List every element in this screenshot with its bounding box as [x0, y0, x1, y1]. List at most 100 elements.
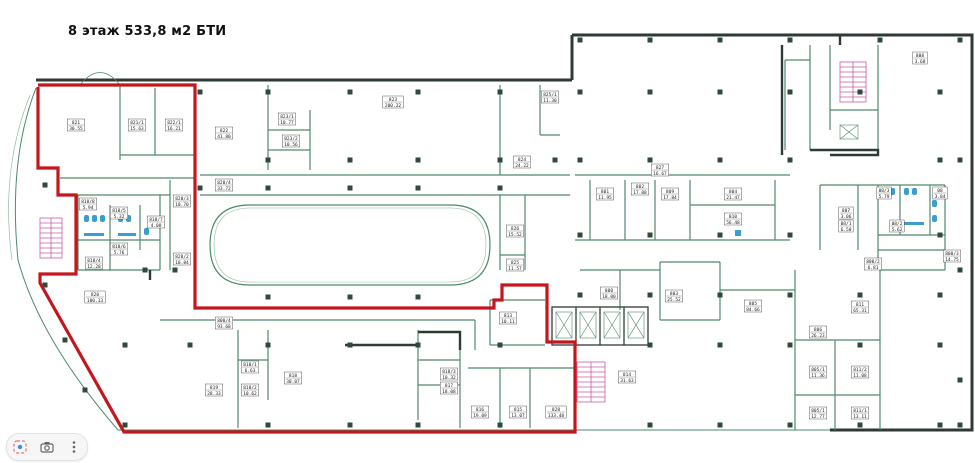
room-number: 814	[623, 372, 631, 378]
room-area: 14.75	[945, 257, 959, 263]
room-number: 815	[514, 407, 522, 413]
room-area: 6.81	[868, 265, 879, 271]
image-toolbar	[6, 433, 88, 461]
column	[787, 37, 793, 43]
atrium-balustrade	[213, 207, 487, 283]
column	[347, 422, 353, 428]
room-number: 807	[842, 208, 850, 214]
room-number: 805/1	[811, 408, 825, 414]
room-label: 820/433.72	[215, 178, 233, 192]
room-area: 30.07	[286, 379, 300, 385]
room-number: 803	[670, 291, 678, 297]
column	[647, 157, 653, 163]
room-area: 3.06	[841, 214, 852, 220]
column	[647, 89, 653, 95]
room-area: 41.80	[217, 134, 231, 140]
room-number: 826	[511, 226, 519, 232]
column	[265, 342, 271, 348]
column	[937, 157, 943, 163]
room-number: 811/2	[853, 367, 867, 373]
room-number: 818/8	[81, 199, 95, 205]
column	[647, 37, 653, 43]
room-number: 823/2	[284, 136, 298, 142]
room-label: 818/412.28	[85, 256, 103, 270]
room-area: 12.77	[811, 414, 825, 420]
room-label: 800/26.81	[864, 257, 882, 271]
column	[877, 37, 883, 43]
highlight-area	[36, 83, 577, 434]
room-area: 4.08	[151, 223, 162, 229]
column	[957, 267, 963, 273]
room-number: 08	[937, 188, 943, 194]
room-label: 083.84	[932, 186, 948, 200]
room-label: 820/310.70	[173, 194, 191, 208]
room-area: 17.08	[633, 190, 647, 196]
column	[347, 342, 353, 348]
stair-top-right	[839, 61, 867, 103]
column	[265, 157, 271, 163]
room-number: 820	[91, 292, 99, 298]
column	[187, 342, 193, 348]
column	[787, 342, 793, 348]
column	[122, 422, 128, 428]
column	[717, 342, 723, 348]
room-label: 822/116.21	[165, 118, 183, 132]
room-label: 818/65.76	[110, 242, 128, 256]
core-walls	[148, 35, 880, 350]
room-number: 08/3	[879, 188, 890, 194]
room-number: 822/1	[167, 120, 181, 126]
room-area: 16.21	[167, 126, 181, 132]
room-number: 801	[601, 189, 609, 195]
column	[577, 292, 583, 298]
room-number: 802	[636, 184, 644, 190]
column	[415, 294, 421, 300]
room-area: 84.66	[746, 307, 760, 313]
room-area: 26.23	[811, 333, 825, 339]
lens-icon[interactable]	[11, 438, 29, 456]
room-label: 825/111.30	[541, 90, 559, 104]
room-label: 800/314.75	[943, 249, 961, 263]
room-number: 805/1	[811, 367, 825, 373]
room-number: 818/7	[149, 217, 163, 223]
column	[717, 89, 723, 95]
room-number: 820/4	[217, 180, 231, 186]
column	[265, 294, 271, 300]
column	[647, 342, 653, 348]
room-number: 800/3	[945, 251, 959, 257]
room-area: 5.76	[114, 250, 125, 256]
room-label: 08/35.79	[876, 186, 892, 200]
room-label: 805/111.36	[809, 365, 827, 379]
more-vert-icon[interactable]	[65, 438, 83, 456]
outer-walls	[36, 33, 974, 432]
plan-title: 8 этаж 533,8 м2 БТИ	[68, 24, 227, 39]
room-number: 825	[511, 260, 519, 266]
room-area: 133.48	[548, 413, 565, 419]
room-number: 816	[476, 407, 484, 413]
column	[82, 387, 88, 393]
room-number: 818/2	[243, 385, 257, 391]
room-area: 5.79	[879, 194, 890, 200]
camera-icon[interactable]	[38, 438, 56, 456]
column	[957, 377, 963, 383]
room-area: 28.33	[207, 391, 221, 397]
room-number: 804	[729, 189, 737, 195]
room-number: 819	[210, 385, 218, 391]
room-number: 822	[220, 128, 228, 134]
room-number: 800/4	[217, 318, 231, 324]
room-area: 16.67	[653, 171, 667, 177]
room-label: 818/55.32	[110, 206, 128, 220]
column	[857, 89, 863, 95]
room-number: 823	[389, 97, 397, 103]
column	[347, 294, 353, 300]
room-area: 10.56	[284, 142, 298, 148]
